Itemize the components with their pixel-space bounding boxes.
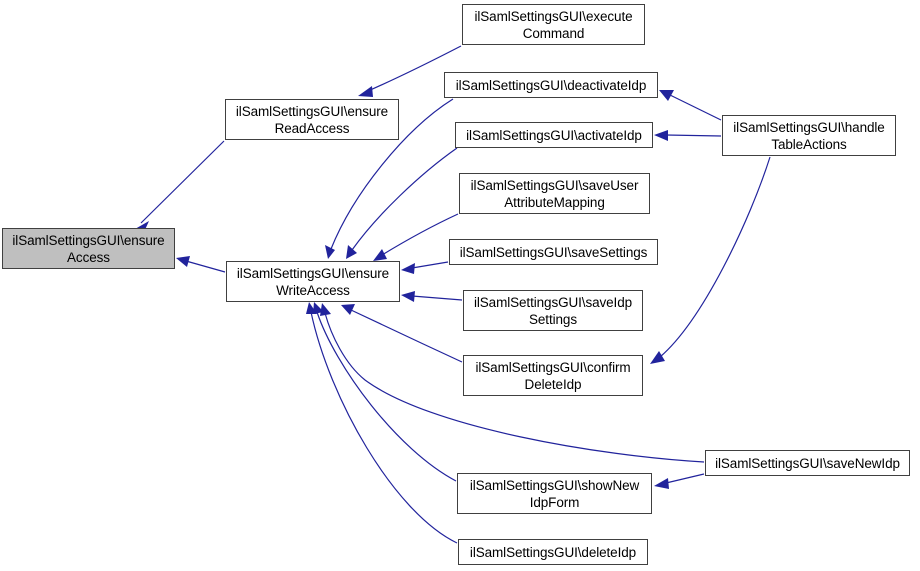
arrowhead-icon	[654, 130, 668, 141]
node-ensure-access[interactable]: ilSamlSettingsGUI\ensure Access	[2, 228, 175, 269]
node-label: ilSamlSettingsGUI\saveNewIdp	[715, 455, 900, 471]
edge-ensureReadAccess-to-ensureAccess	[140, 140, 225, 224]
node-label: ilSamlSettingsGUI\showNew IdpForm	[469, 477, 640, 510]
node-handle-table-actions[interactable]: ilSamlSettingsGUI\handle TableActions	[722, 115, 896, 156]
node-ensure-read-access[interactable]: ilSamlSettingsGUI\ensure ReadAccess	[225, 99, 399, 140]
node-save-new-idp[interactable]: ilSamlSettingsGUI\saveNewIdp	[705, 450, 910, 476]
arrowhead-icon	[654, 478, 669, 489]
node-label: ilSamlSettingsGUI\activateIdp	[466, 127, 642, 143]
node-delete-idp[interactable]: ilSamlSettingsGUI\deleteIdp	[458, 539, 648, 565]
arrowhead-icon	[373, 249, 387, 261]
arrowhead-icon	[176, 256, 190, 267]
node-label: ilSamlSettingsGUI\handle TableActions	[733, 119, 885, 152]
arrowhead-icon	[401, 263, 415, 274]
node-activate-idp[interactable]: ilSamlSettingsGUI\activateIdp	[455, 122, 653, 148]
edge-saveNewIdp-to-showNewIdpForm	[665, 473, 705, 484]
edge-handleTableActions-to-confirmDeleteIdp	[659, 156, 771, 358]
node-label: ilSamlSettingsGUI\ensure WriteAccess	[236, 265, 390, 298]
node-save-settings[interactable]: ilSamlSettingsGUI\saveSettings	[449, 239, 658, 265]
edge-confirmDeleteIdp-to-ensureWriteAccess	[350, 309, 463, 363]
arrowhead-icon	[650, 351, 665, 364]
edge-deactivateIdp-to-ensureWriteAccess	[330, 98, 454, 250]
edge-handleTableActions-to-deactivateIdp	[669, 94, 722, 121]
node-save-idp-settings[interactable]: ilSamlSettingsGUI\saveIdp Settings	[463, 290, 643, 331]
edge-group	[135, 45, 771, 544]
node-execute-command[interactable]: ilSamlSettingsGUI\execute Command	[462, 4, 645, 45]
arrowhead-icon	[659, 90, 674, 101]
node-label: ilSamlSettingsGUI\saveUser AttributeMapp…	[470, 177, 639, 210]
arrowhead-icon	[306, 302, 317, 314]
node-label: ilSamlSettingsGUI\ensure Access	[12, 232, 165, 265]
edge-saveNewIdp-to-ensureWriteAccess	[324, 312, 705, 463]
edge-saveSettings-to-ensureWriteAccess	[411, 261, 449, 269]
edge-handleTableActions-to-activateIdp	[665, 134, 722, 137]
node-label: ilSamlSettingsGUI\execute Command	[474, 8, 633, 41]
edge-ensureWriteAccess-to-ensureAccess	[185, 260, 226, 273]
node-label: ilSamlSettingsGUI\confirm DeleteIdp	[475, 359, 631, 392]
arrowhead-icon	[346, 245, 357, 259]
arrowhead-icon	[320, 303, 331, 316]
node-label: ilSamlSettingsGUI\deleteIdp	[469, 544, 637, 560]
arrowhead-icon	[341, 304, 355, 315]
node-label: ilSamlSettingsGUI\saveIdp Settings	[473, 294, 633, 327]
node-label: ilSamlSettingsGUI\deactivateIdp	[455, 77, 647, 93]
arrowhead-icon	[325, 245, 335, 259]
arrowhead-icon	[358, 86, 373, 97]
edge-activateIdp-to-ensureWriteAccess	[351, 147, 458, 251]
node-confirm-delete-idp[interactable]: ilSamlSettingsGUI\confirm DeleteIdp	[463, 355, 643, 396]
node-label: ilSamlSettingsGUI\ensure ReadAccess	[235, 103, 389, 136]
node-deactivate-idp[interactable]: ilSamlSettingsGUI\deactivateIdp	[444, 72, 658, 98]
edge-saveIdpSettings-to-ensureWriteAccess	[411, 295, 463, 301]
node-save-user-attribute-mapping[interactable]: ilSamlSettingsGUI\saveUser AttributeMapp…	[459, 173, 650, 214]
arrowhead-icon	[401, 291, 415, 302]
edge-executeCommand-to-ensureReadAccess	[367, 45, 462, 92]
node-ensure-write-access[interactable]: ilSamlSettingsGUI\ensure WriteAccess	[226, 261, 400, 302]
node-label: ilSamlSettingsGUI\saveSettings	[459, 244, 648, 260]
edge-showNewIdpForm-to-ensureWriteAccess	[316, 311, 457, 482]
node-show-new-idp-form[interactable]: ilSamlSettingsGUI\showNew IdpForm	[457, 473, 652, 514]
edge-deleteIdp-to-ensureWriteAccess	[310, 311, 458, 544]
edge-saveUserAttributeMapping-to-ensureWriteAccess	[381, 213, 459, 256]
